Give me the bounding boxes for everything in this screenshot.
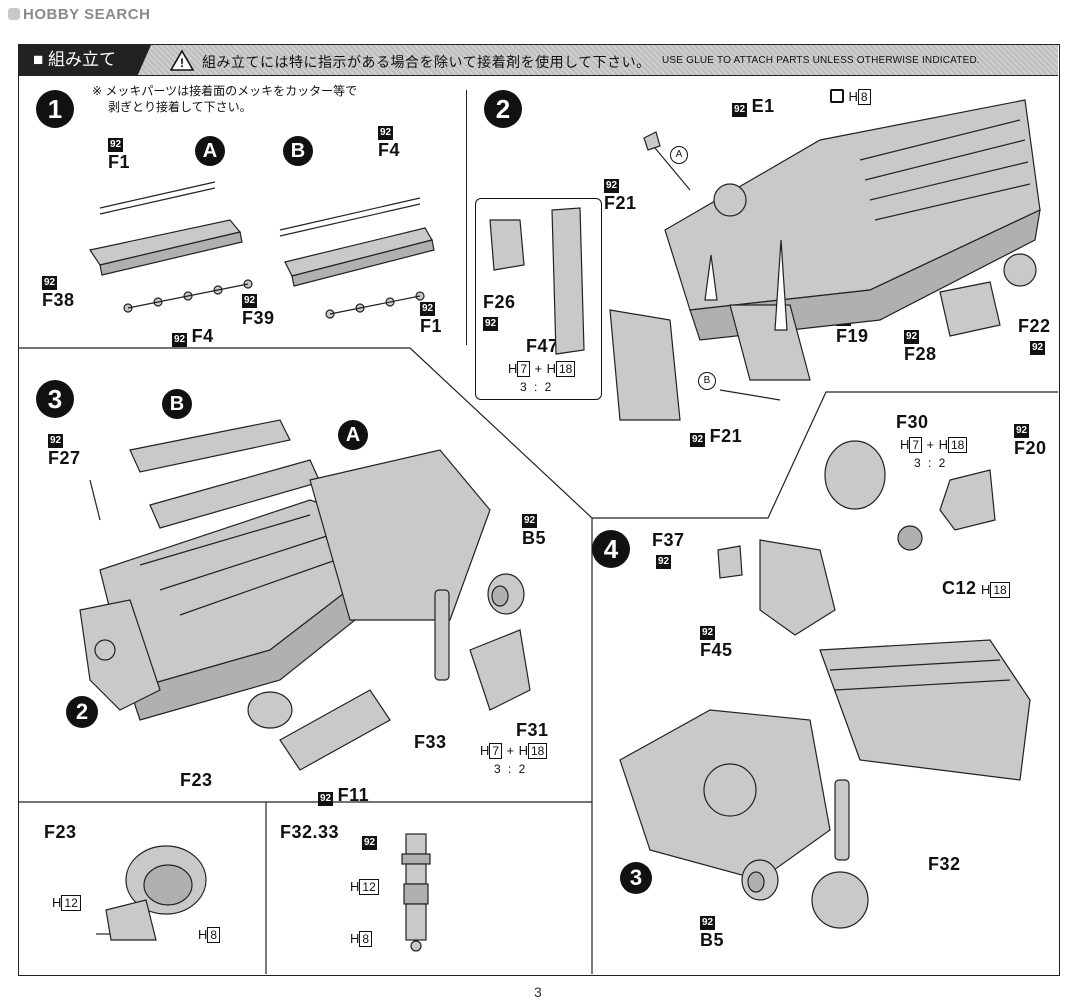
inset-f32-shock-drawing bbox=[401, 833, 431, 952]
step2-engine-drawing bbox=[489, 99, 1041, 421]
glue-instruction-en: USE GLUE TO ATTACH PARTS UNLESS OTHERWIS… bbox=[662, 55, 980, 66]
step3-engine-drawing bbox=[79, 419, 531, 771]
step2-ref-a-top: A bbox=[670, 146, 688, 164]
manifold-b-rail bbox=[279, 197, 435, 319]
step1-label-f4-bottom: 92 F4 bbox=[172, 326, 214, 347]
step1-manifold-drawing bbox=[89, 181, 435, 319]
warning-icon: ! bbox=[170, 49, 194, 71]
glue-instruction-jp: 組み立てには特に指示がある場合を除いて接着剤を使用して下さい。 bbox=[202, 54, 651, 70]
step4-engine-drawing bbox=[619, 440, 1031, 929]
step1-variant-b: B bbox=[283, 136, 313, 166]
step2-f47-inset bbox=[475, 198, 602, 400]
step3-label-f31: F31 bbox=[516, 720, 549, 740]
svg-text:!: ! bbox=[180, 56, 184, 70]
step1-variant-a: A bbox=[195, 136, 225, 166]
hobbysearch-watermark: HOBBY SEARCH bbox=[8, 6, 150, 23]
step3-label-f33: F33 bbox=[414, 732, 447, 752]
header-bar bbox=[19, 45, 1058, 76]
inset-f32-title: F32.33 bbox=[280, 822, 340, 842]
section-dividers bbox=[18, 347, 1058, 974]
step4-label-f32: F32 bbox=[928, 854, 961, 874]
step3-variant-b: B bbox=[162, 389, 192, 419]
step2-paint-ratio: 3 : 2 bbox=[520, 380, 554, 394]
step1-note-line1: ※ メッキパーツは接着面のメッキをカッター等で bbox=[92, 84, 358, 98]
step4-ref-step3: 3 bbox=[620, 862, 652, 894]
watermark-logo-icon bbox=[8, 8, 20, 20]
step1-note-line2: 剥ぎとり接着して下さい。 bbox=[108, 100, 252, 114]
step3-label-f11: 92 F11 bbox=[318, 785, 370, 806]
manifold-a-rail bbox=[89, 181, 253, 313]
paint-icon bbox=[830, 89, 844, 103]
page-number: 3 bbox=[534, 984, 542, 1000]
inset-f32-badge: 92 bbox=[362, 836, 378, 850]
divider-step1-step2 bbox=[466, 90, 467, 345]
step2-label-f47: F47 bbox=[526, 336, 559, 356]
step4-paint-ratio: 3 : 2 bbox=[914, 456, 948, 470]
inset-f23-starter-drawing bbox=[96, 845, 207, 941]
step2-label-f21-bottom: 92 F21 bbox=[690, 426, 743, 447]
step2-number: 2 bbox=[484, 90, 522, 128]
step1-number: 1 bbox=[36, 90, 74, 128]
step3-ref-step2: 2 bbox=[66, 696, 98, 728]
step4-label-f30: F30 bbox=[896, 412, 929, 432]
step3-number: 3 bbox=[36, 380, 74, 418]
step4-number: 4 bbox=[592, 530, 630, 568]
inset-f23-title: F23 bbox=[44, 822, 77, 842]
step2-label-e1: 92 E1 bbox=[732, 96, 775, 117]
instruction-frame bbox=[18, 44, 1060, 976]
step3-label-f23: F23 bbox=[180, 770, 213, 790]
step3-variant-a: A bbox=[338, 420, 368, 450]
section-title: ■ 組み立て bbox=[19, 45, 151, 75]
step3-paint-ratio: 3 : 2 bbox=[494, 762, 528, 776]
step2-ref-b-bottom: B bbox=[698, 372, 716, 390]
